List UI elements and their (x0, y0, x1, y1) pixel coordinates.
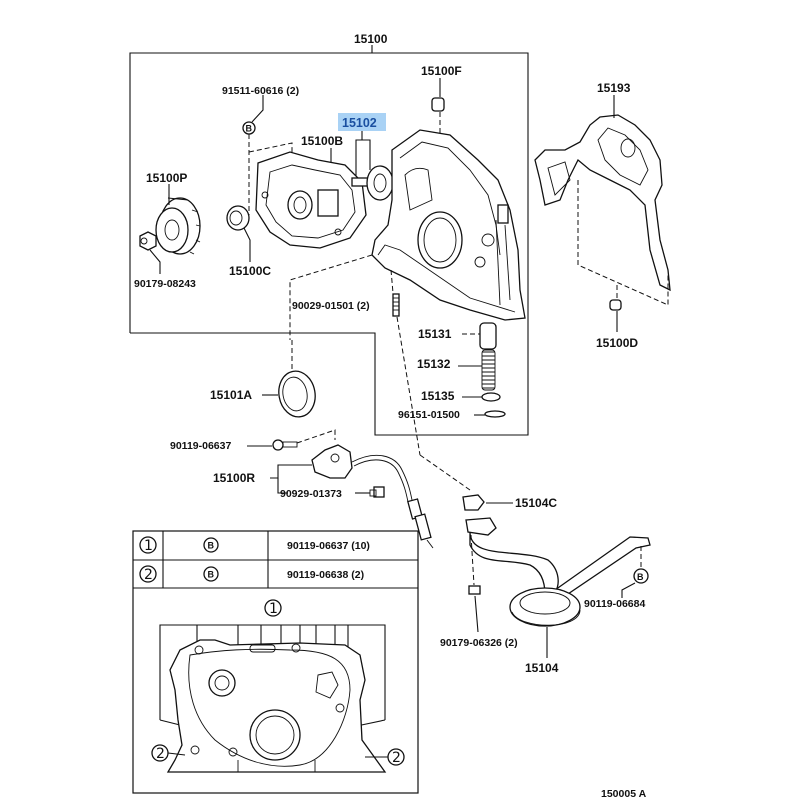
label-15132[interactable]: 15132 (417, 357, 451, 371)
label-15100F[interactable]: 15100F (421, 64, 462, 78)
part-15100P-sprocket[interactable] (155, 184, 201, 255)
label-90929-01373[interactable]: 90929-01373 (280, 488, 342, 500)
label-15100B[interactable]: 15100B (301, 134, 343, 148)
bolt-marker-90119-06684: B (621, 546, 649, 598)
label-15100P[interactable]: 15100P (146, 171, 187, 185)
bolt-legend-table: 1 B 90119-06637 (10) 2 B 90119-06638 (2) (132, 530, 419, 794)
part-15193-gasket[interactable] (534, 95, 671, 306)
figure-code: 150005 A (601, 788, 647, 800)
table-row-2-index: 2 (144, 567, 153, 583)
label-15131[interactable]: 15131 (418, 327, 452, 341)
part-90029-01501-pin[interactable] (390, 269, 471, 491)
part-15132-spring[interactable] (458, 349, 496, 391)
inset-callout-2-right: 2 (392, 750, 401, 766)
label-96151-01500[interactable]: 96151-01500 (398, 409, 460, 421)
part-timing-cover-main[interactable] (371, 129, 526, 321)
inset-bolt-location-view: 1 2 2 (151, 599, 405, 773)
label-15100[interactable]: 15100 (354, 32, 388, 46)
label-90179-08243[interactable]: 90179-08243 (134, 278, 196, 290)
bolt-marker-91511: B (242, 95, 293, 215)
label-15193[interactable]: 15193 (597, 81, 631, 95)
label-90119-06684[interactable]: 90119-06684 (584, 598, 645, 610)
bolt-marker-b: B (246, 124, 253, 134)
part-15100D-dowel[interactable] (609, 285, 622, 332)
table-row-1-index: 1 (144, 538, 153, 554)
part-15104-oil-strainer[interactable] (465, 517, 651, 658)
label-15102[interactable]: 15102 (342, 116, 377, 130)
part-15131-relief-valve[interactable] (462, 322, 497, 350)
label-91511-60616[interactable]: 91511-60616 (2) (222, 85, 299, 97)
label-15100R[interactable]: 15100R (213, 471, 255, 485)
part-90179-08243-nut[interactable] (139, 231, 161, 274)
label-90179-06326[interactable]: 90179-06326 (2) (440, 637, 518, 649)
part-90179-06326-nut[interactable] (468, 534, 481, 633)
label-90119-06637[interactable]: 90119-06637 (170, 440, 231, 452)
highlight-15102 (338, 113, 386, 131)
label-15101A[interactable]: 15101A (210, 388, 252, 402)
part-96151-01500-snap-ring[interactable] (474, 410, 506, 418)
part-15100R-sensor[interactable] (311, 444, 434, 549)
table-row-2-part[interactable]: 90119-06638 (2) (287, 569, 364, 581)
table-row-1-marker: B (208, 541, 215, 551)
bolt-marker-b: B (637, 572, 644, 582)
label-15104C[interactable]: 15104C (515, 496, 557, 510)
inset-callout-1: 1 (269, 601, 278, 617)
inset-callout-2-left: 2 (156, 746, 165, 762)
part-15100C-bushing[interactable] (226, 205, 251, 262)
table-row-2-marker: B (208, 570, 215, 580)
table-row-1-part[interactable]: 90119-06637 (10) (287, 540, 370, 552)
assembly-15100-bracket (129, 45, 529, 436)
part-15135-retainer[interactable] (462, 392, 501, 402)
part-90119-06637-bolt[interactable] (247, 429, 336, 451)
part-15104C-gasket[interactable] (462, 494, 513, 511)
part-15101A-oil-seal[interactable] (262, 340, 319, 420)
part-90929-01373-clip[interactable] (355, 486, 385, 498)
part-oil-pump-rotor-housing[interactable] (255, 151, 367, 249)
label-15100D[interactable]: 15100D (596, 336, 638, 350)
label-90029-01501[interactable]: 90029-01501 (2) (292, 300, 370, 312)
label-15104[interactable]: 15104 (525, 661, 559, 675)
label-15100C[interactable]: 15100C (229, 264, 271, 278)
label-15135[interactable]: 15135 (421, 389, 455, 403)
